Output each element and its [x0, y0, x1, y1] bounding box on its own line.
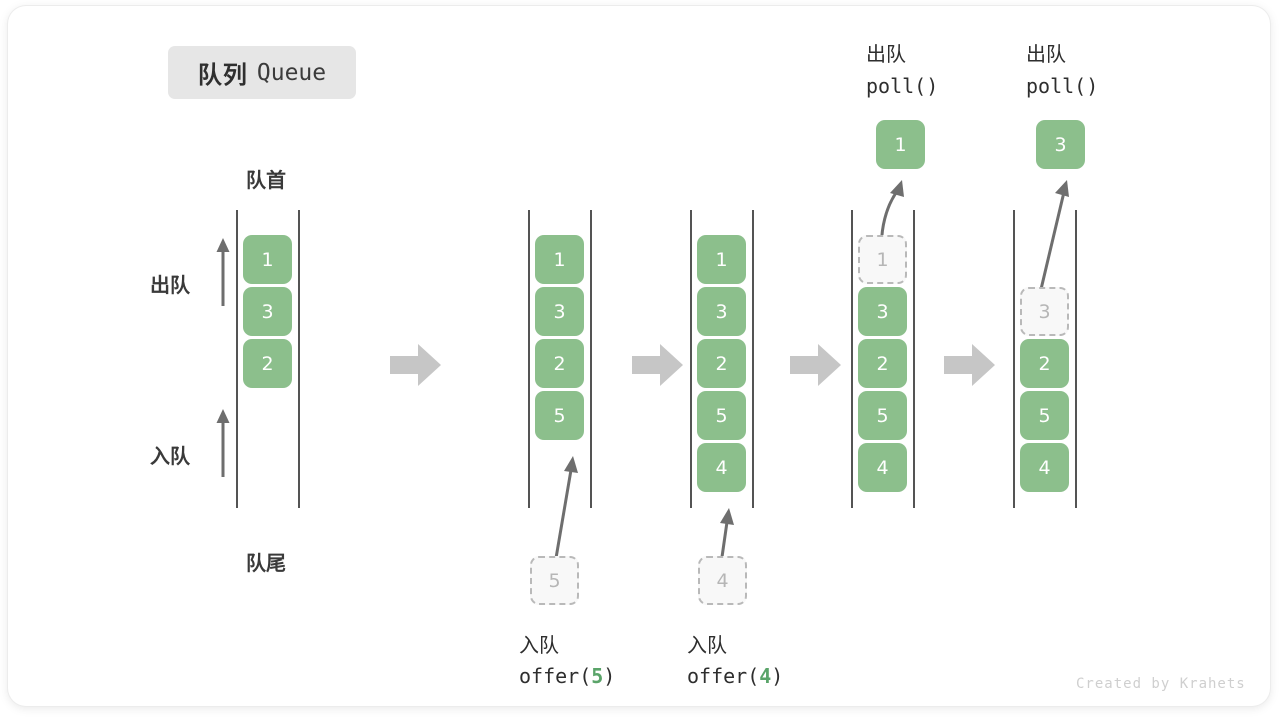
incoming-ghost-cell: 4	[698, 556, 747, 605]
queue-cell: 1	[535, 235, 584, 284]
rail-right	[913, 210, 915, 508]
label-queue-head: 队首	[246, 170, 286, 192]
queue-cell: 2	[243, 339, 292, 388]
dequeue-op-call: poll()	[866, 74, 939, 98]
step-arrow-icon	[944, 343, 996, 387]
queue-cell: 3	[243, 287, 292, 336]
rail-right	[590, 210, 592, 508]
enqueue-arrow-5-icon	[533, 444, 583, 565]
queue-cell: 4	[858, 443, 907, 492]
dequeue-arrow-3-icon	[1020, 174, 1090, 304]
queue-cell: 5	[697, 391, 746, 440]
queue-cell: 3	[535, 287, 584, 336]
enqueue-op-label: 入队	[687, 635, 727, 657]
label-queue-tail: 队尾	[246, 553, 286, 575]
dequeue-up-arrow-icon	[214, 238, 232, 306]
enqueue-up-arrow-icon	[214, 409, 232, 477]
queue-cell: 2	[697, 339, 746, 388]
rail-left	[1013, 210, 1015, 508]
step-arrow-icon	[790, 343, 842, 387]
rail-right	[752, 210, 754, 508]
rail-right	[298, 210, 300, 508]
queue-cell: 4	[697, 443, 746, 492]
call-suffix: )	[603, 664, 616, 688]
queue-cell: 4	[1020, 443, 1069, 492]
enqueue-op-label: 入队	[519, 635, 559, 657]
queue-cell: 2	[1020, 339, 1069, 388]
rail-right	[1075, 210, 1077, 508]
diagram-title: 队列 Queue	[168, 46, 356, 99]
queue-cell: 3	[858, 287, 907, 336]
rail-left	[236, 210, 238, 508]
title-english: Queue	[256, 59, 327, 86]
step-arrow-icon	[632, 343, 684, 387]
call-argument: 4	[759, 664, 772, 688]
incoming-ghost-cell: 5	[530, 556, 579, 605]
popped-cell: 1	[876, 120, 925, 169]
queue-cell: 5	[535, 391, 584, 440]
label-dequeue-side: 出队	[150, 275, 190, 297]
watermark: Created by Krahets	[1076, 676, 1246, 692]
queue-cell: 1	[697, 235, 746, 284]
queue-cell: 3	[697, 287, 746, 336]
queue-cell: 5	[858, 391, 907, 440]
dequeue-op-call: poll()	[1026, 74, 1099, 98]
call-suffix: )	[771, 664, 784, 688]
call-argument: 5	[591, 664, 604, 688]
call-prefix: offer(	[519, 664, 592, 688]
rail-left	[528, 210, 530, 508]
dequeue-op-label: 出队	[1026, 44, 1066, 66]
enqueue-op-call: offer(5)	[519, 664, 615, 688]
enqueue-op-call: offer(4)	[687, 664, 783, 688]
queue-cell: 2	[858, 339, 907, 388]
popped-cell: 3	[1036, 120, 1085, 169]
queue-cell: 2	[535, 339, 584, 388]
title-chinese: 队列	[197, 62, 248, 89]
enqueue-arrow-4-icon	[705, 496, 745, 565]
rail-left	[851, 210, 853, 508]
dequeue-op-label: 出队	[866, 44, 906, 66]
diagram-canvas: 队列 Queue 队首 队尾 出队 入队 1 3 2 1 3	[8, 6, 1270, 706]
step-arrow-icon	[390, 343, 442, 387]
queue-cell: 5	[1020, 391, 1069, 440]
queue-cell: 1	[243, 235, 292, 284]
call-prefix: offer(	[687, 664, 760, 688]
label-enqueue-side: 入队	[150, 446, 190, 468]
queue-cell-ghost: 3	[1020, 287, 1069, 336]
queue-cell-ghost: 1	[858, 235, 907, 284]
rail-left	[690, 210, 692, 508]
